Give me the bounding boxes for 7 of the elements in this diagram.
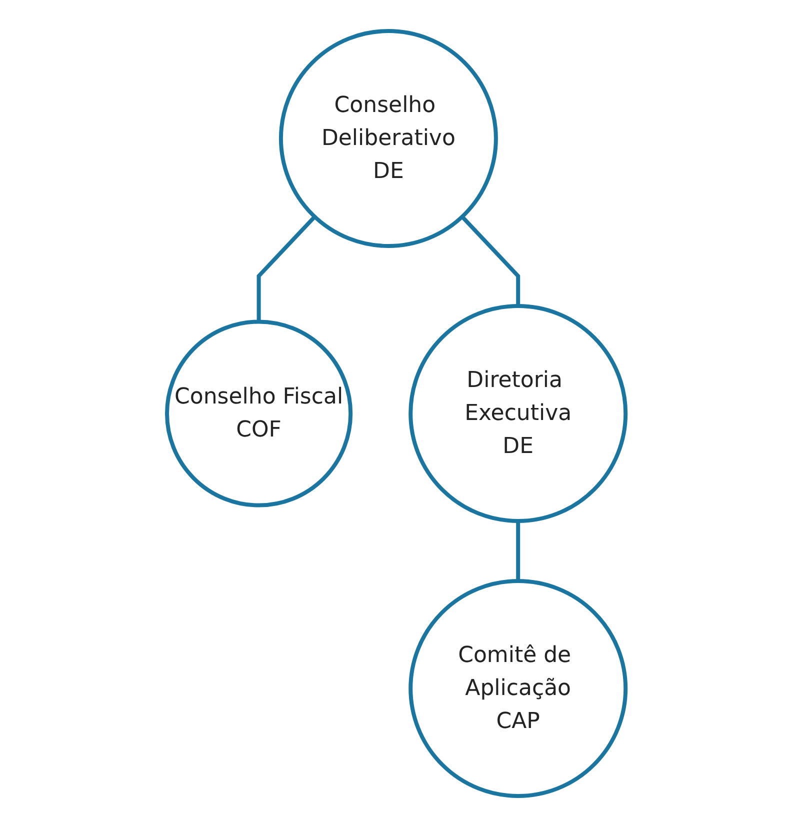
connector <box>256 214 316 322</box>
node-circle: Conselho Fiscal COF <box>164 319 352 507</box>
node-circle: Conselho Deliberativo DE <box>278 28 498 248</box>
connector <box>460 214 520 306</box>
node-circle: Comitê de Aplicação CAP <box>408 578 628 798</box>
node-circle: Diretoria Executiva DE <box>408 304 628 522</box>
connector <box>516 520 520 580</box>
